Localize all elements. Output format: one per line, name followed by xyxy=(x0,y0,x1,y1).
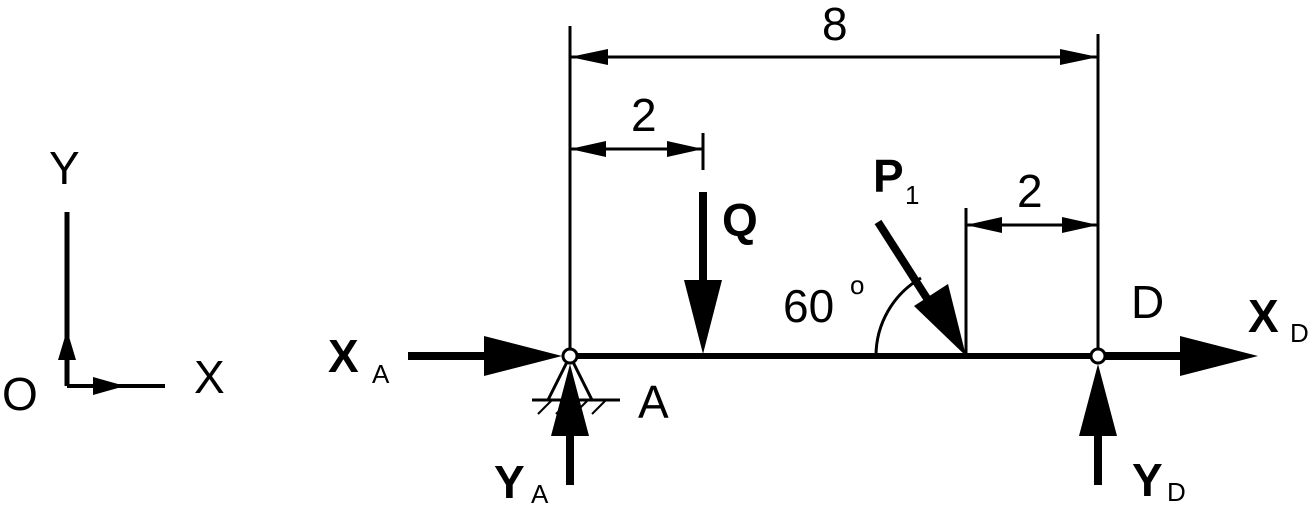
dimension-arrowhead xyxy=(1060,49,1098,65)
reaction-ya-label: Y xyxy=(494,456,525,505)
force-q-arrowhead xyxy=(684,280,722,354)
force-p1-arrowhead xyxy=(914,284,966,356)
force-p1-arrow xyxy=(874,219,966,356)
reaction-yd-arrowhead xyxy=(1079,364,1117,436)
reaction-xa-arrow xyxy=(408,336,562,376)
reaction-xa-subscript: A xyxy=(372,359,390,389)
point-a-label: A xyxy=(638,376,669,428)
point-d-label: D xyxy=(1131,276,1164,328)
dimension-label-left: 2 xyxy=(631,89,657,141)
dimension-left: 2 xyxy=(570,89,703,157)
x-axis-arrowhead xyxy=(93,377,125,395)
dimension-arrowhead xyxy=(667,141,703,157)
force-q-arrow xyxy=(684,192,722,354)
reaction-xd-arrow xyxy=(1105,336,1258,376)
y-axis-arrowhead xyxy=(58,330,76,360)
dimension-arrowhead xyxy=(1062,217,1098,233)
reaction-xa-label: X xyxy=(328,330,359,382)
angle-arc xyxy=(874,276,922,357)
y-axis-label: Y xyxy=(49,142,80,194)
x-axis-label: X xyxy=(194,351,225,403)
reaction-xd-label: X xyxy=(1248,290,1279,342)
reaction-yd-subscript: D xyxy=(1167,477,1186,505)
reaction-yd-arrow xyxy=(1079,364,1117,485)
reaction-xd-arrowhead xyxy=(1180,336,1258,376)
reaction-xa-arrowhead xyxy=(484,336,562,376)
reaction-yd-label: Y xyxy=(1132,454,1163,505)
coordinate-axes: Y X O xyxy=(2,142,225,420)
dimension-arrowhead xyxy=(570,49,608,65)
force-q-label: Q xyxy=(722,194,758,246)
hinge-d xyxy=(1089,347,1107,365)
dimension-right: 2 xyxy=(966,165,1098,233)
dimension-arrowhead xyxy=(570,141,606,157)
origin-label: O xyxy=(2,368,38,420)
reaction-ya-arrowhead xyxy=(551,364,589,436)
reaction-xd-subscript: D xyxy=(1290,318,1309,348)
dimension-label-right: 2 xyxy=(1017,165,1043,217)
angle-degree-symbol: o xyxy=(850,270,864,300)
force-p1-shaft xyxy=(874,219,932,303)
dimension-label-total: 8 xyxy=(822,0,848,50)
force-p1-label: P xyxy=(873,150,904,202)
extension-lines xyxy=(568,26,1100,356)
dimension-arrowhead xyxy=(966,217,1002,233)
support-hatch xyxy=(591,399,607,415)
force-p1-subscript: 1 xyxy=(905,180,919,210)
support-hatch xyxy=(537,399,553,415)
reaction-ya-arrow xyxy=(551,364,589,485)
dimension-total: 8 xyxy=(570,0,1098,65)
reaction-ya-subscript: A xyxy=(531,479,549,505)
angle-value-label: 60 xyxy=(783,280,834,332)
hinge-a xyxy=(561,347,579,365)
